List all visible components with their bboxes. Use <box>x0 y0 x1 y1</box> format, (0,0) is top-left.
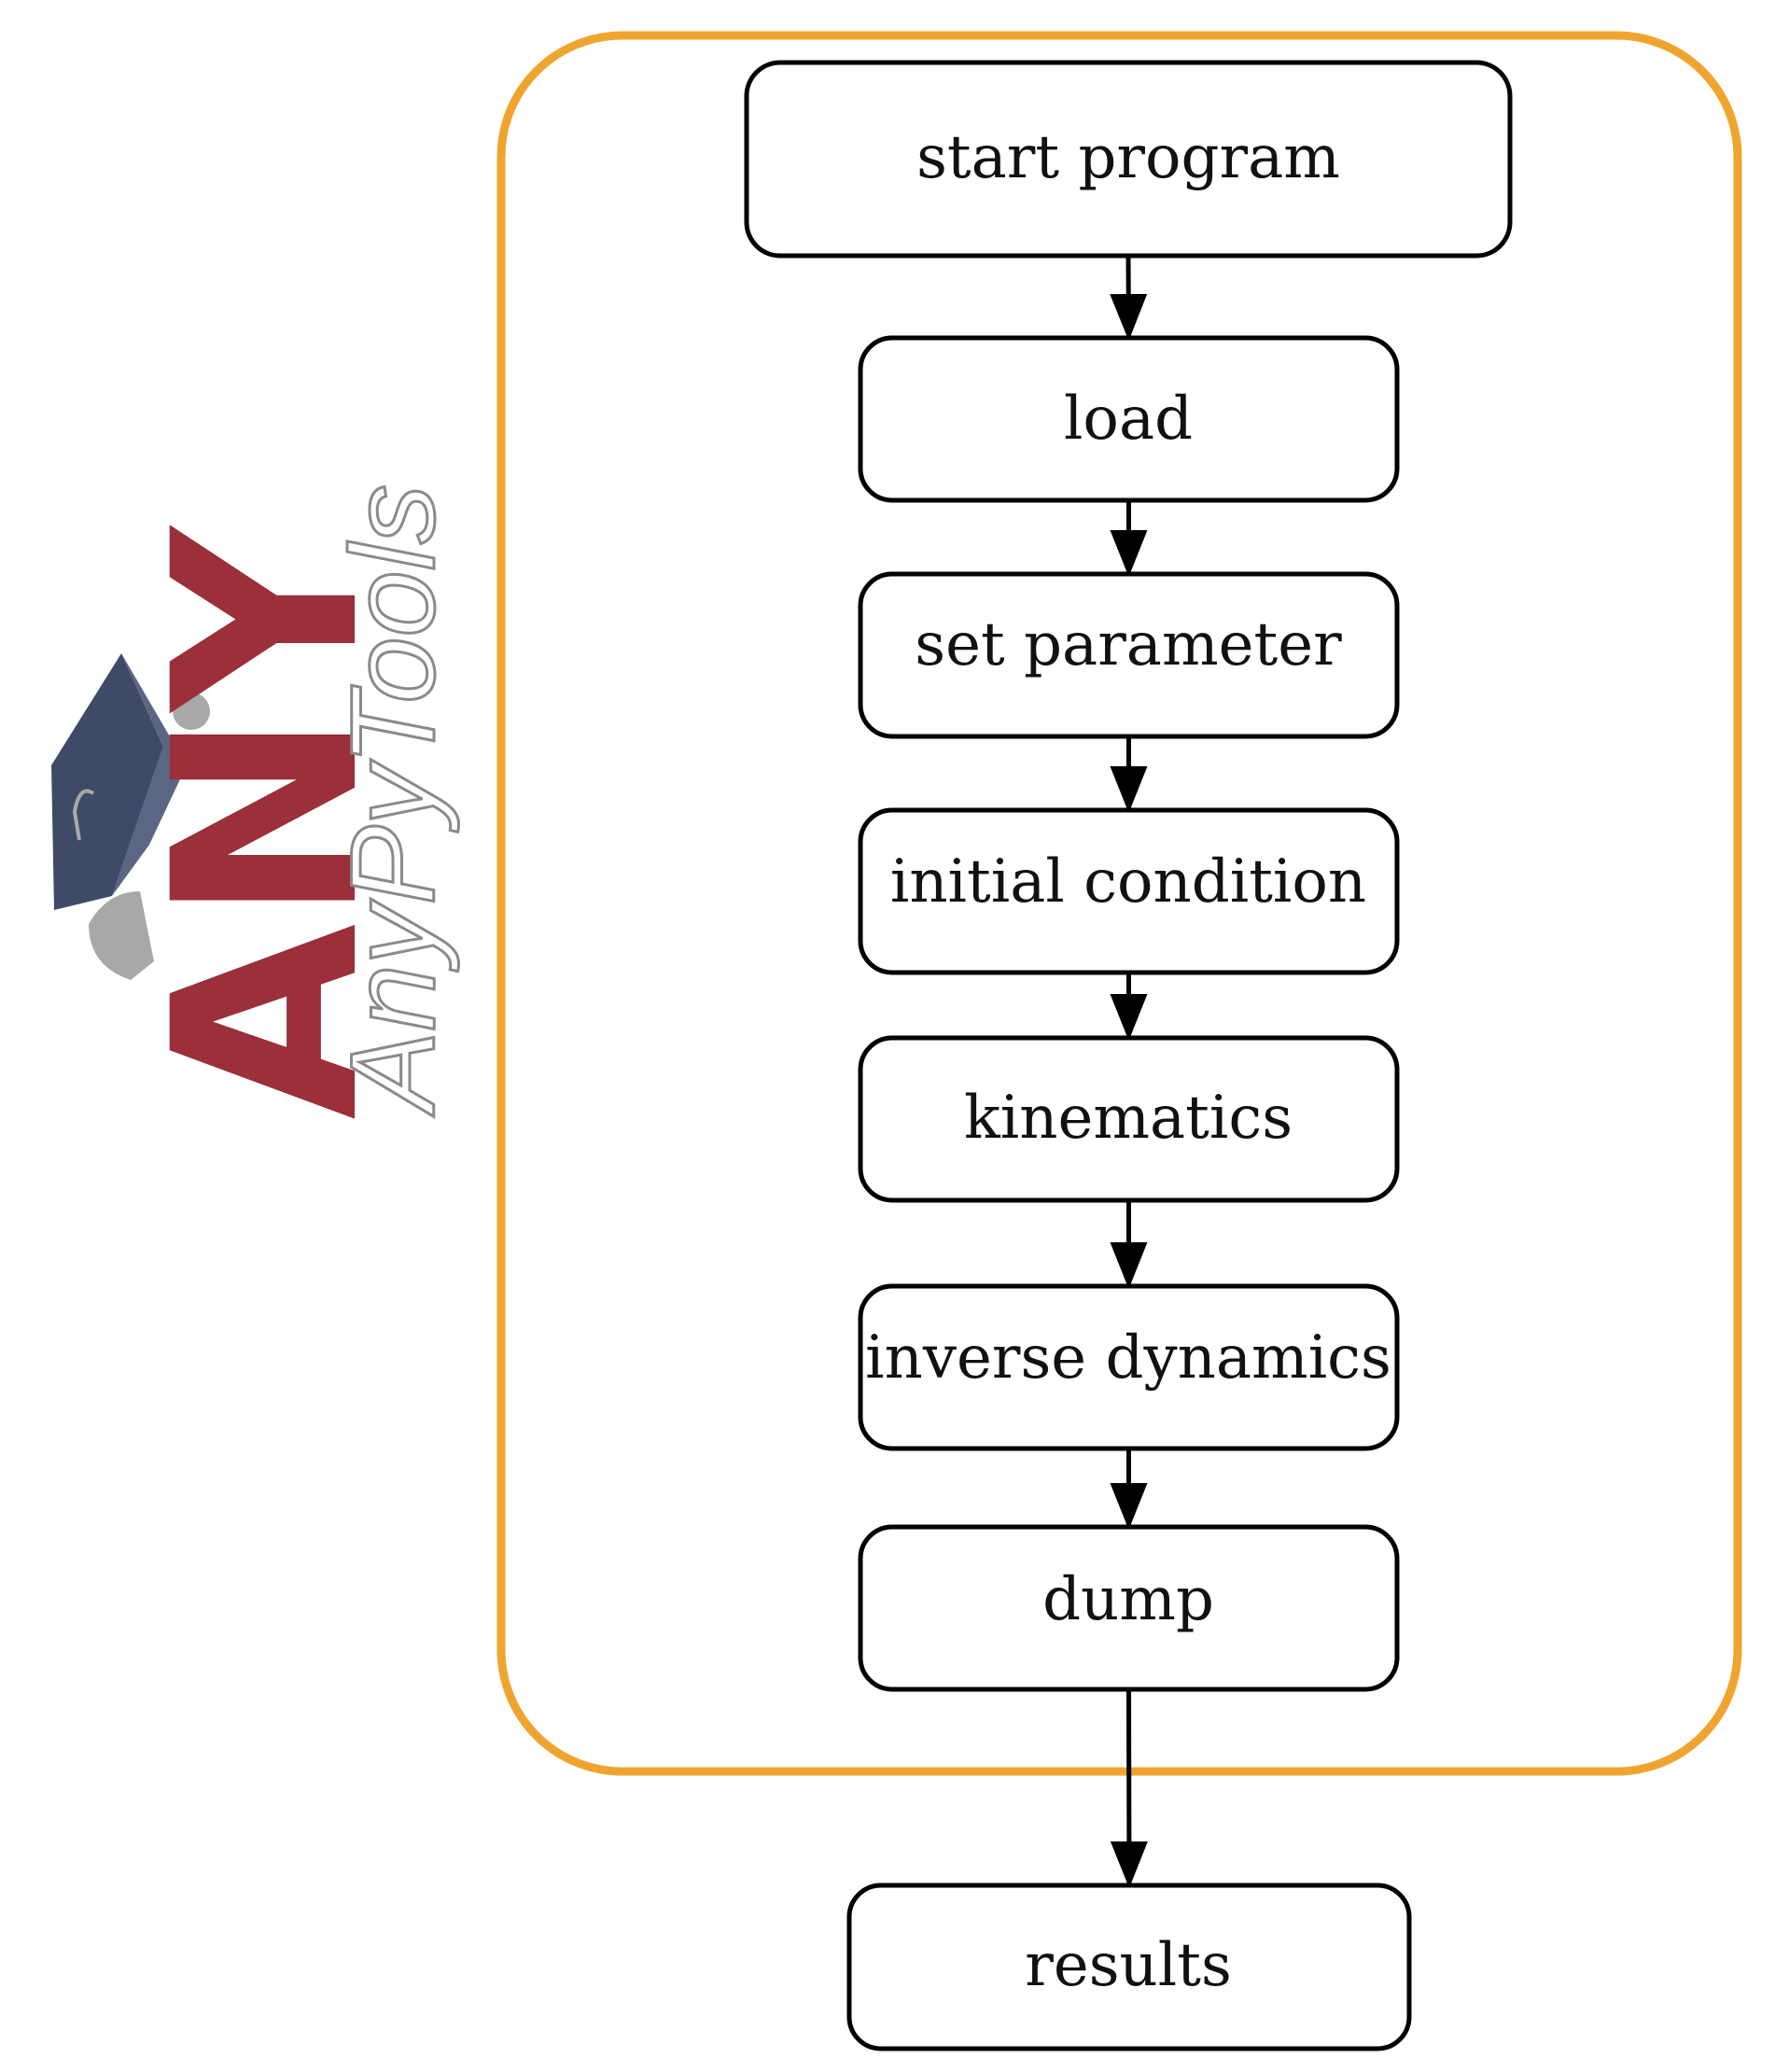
node-load: load <box>858 335 1400 503</box>
node-inverse-dynamics-label: inverse dynamics <box>865 1323 1391 1393</box>
flow-edges <box>1110 255 1148 1888</box>
node-dump: dump <box>858 1524 1400 1692</box>
node-start-program: start program <box>744 60 1513 259</box>
node-initial-condition: initial condition <box>858 807 1400 975</box>
anypytools-logo: ANY AnyPyTools <box>51 483 462 1120</box>
logo-product-text: AnyPyTools <box>327 484 460 1117</box>
node-results: results <box>846 1883 1412 2051</box>
node-inverse-dynamics: inverse dynamics <box>858 1283 1400 1451</box>
program-container <box>496 31 1742 1776</box>
node-set-parameter-label: set parameter <box>915 610 1342 679</box>
node-dump-label: dump <box>1042 1565 1214 1634</box>
logo-brand-text: ANY <box>120 525 415 1120</box>
node-results-label: results <box>1025 1931 1232 2000</box>
flow-nodes: start program load set parameter initial… <box>744 60 1513 2051</box>
node-set-parameter: set parameter <box>858 571 1400 739</box>
node-load-label: load <box>1064 385 1193 454</box>
edge-start-to-load <box>1110 255 1148 341</box>
edge-dump-to-results <box>1110 1688 1148 1888</box>
node-kinematics: kinematics <box>858 1035 1400 1203</box>
node-kinematics-label: kinematics <box>964 1084 1293 1153</box>
node-start-program-label: start program <box>916 123 1340 192</box>
graduation-cap-figure-icon <box>51 653 210 980</box>
node-initial-condition-label: initial condition <box>890 847 1366 917</box>
